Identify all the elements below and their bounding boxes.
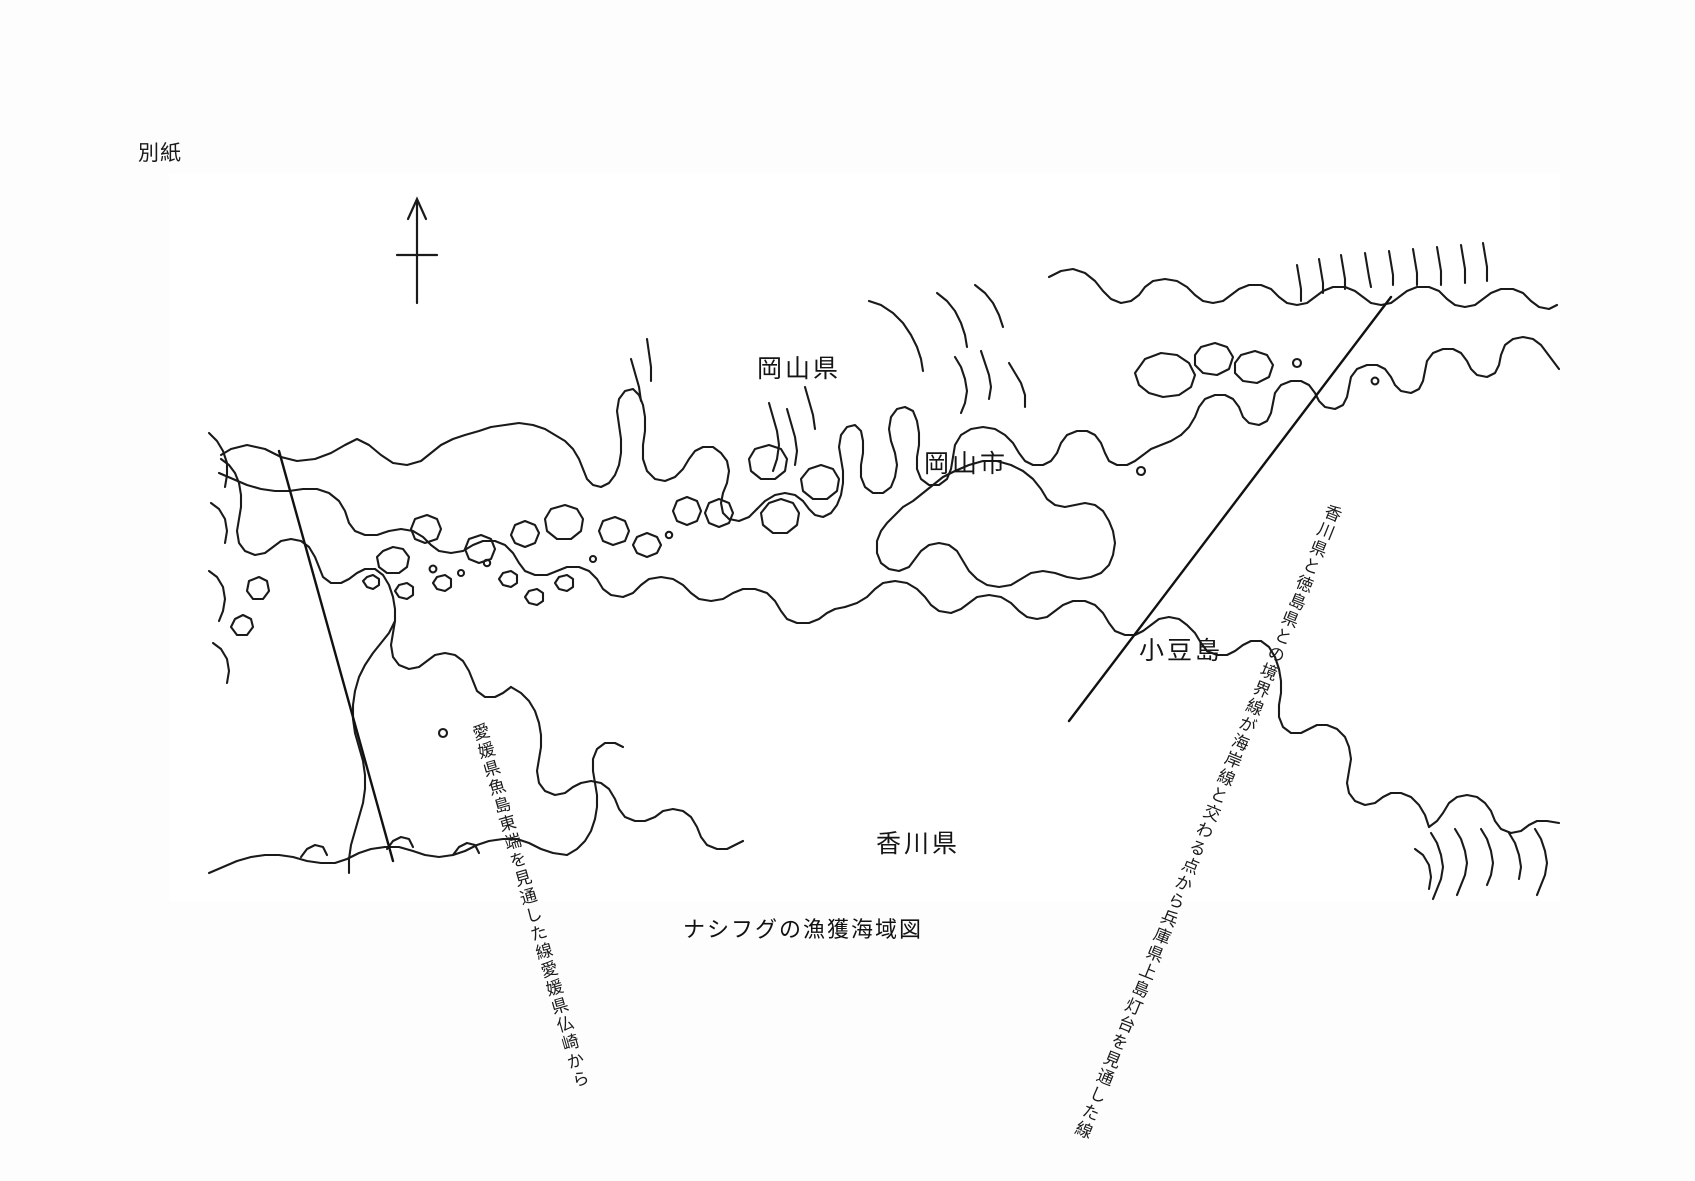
island-small-5 <box>543 503 585 541</box>
coast-inlet-detail-c <box>803 385 817 431</box>
figure-caption: ナシフグの漁獲海域図 <box>683 918 924 943</box>
island-ogijima <box>759 497 801 535</box>
island-dot-9 <box>1370 376 1380 386</box>
coast-inlet-detail-a <box>767 401 781 473</box>
coast-se-corner-5 <box>1507 831 1523 881</box>
coast-ne-teeth-2 <box>1317 257 1325 295</box>
coast-sw-connector-2 <box>565 741 625 857</box>
coast-bisan-detail-2 <box>935 291 969 349</box>
island-small-2 <box>409 513 443 545</box>
boundary-annotation-west-line1: 愛媛県仏崎から <box>534 958 591 1093</box>
coast-honshu-west <box>219 387 759 523</box>
island-small-1 <box>375 545 411 575</box>
coast-honshu-central <box>755 405 1183 519</box>
coast-left-edge-3 <box>207 569 227 623</box>
coast-ne-teeth-5 <box>1387 249 1395 287</box>
island-naoshima <box>747 443 789 481</box>
attachment-note: 別紙 <box>138 141 182 165</box>
coast-shikoku-west <box>219 457 377 585</box>
north-arrow-head <box>406 196 428 221</box>
island-small-4 <box>509 519 541 549</box>
coast-left-edge-1 <box>207 431 229 489</box>
island-ieshima-3 <box>1233 349 1275 385</box>
north-arrow-icon <box>395 196 439 305</box>
coast-se-corner-2 <box>1429 831 1445 901</box>
coast-sw-connector <box>347 619 397 875</box>
map-label-okayama-city: 岡山市 <box>924 449 1009 478</box>
island-small-8 <box>393 581 415 601</box>
island-ieshima-2 <box>1193 341 1235 377</box>
island-dot-4 <box>588 554 598 564</box>
island-dot-8 <box>1291 357 1303 369</box>
coast-left-edge-2 <box>209 501 229 545</box>
coast-shikoku-mainland-lower <box>509 685 745 851</box>
map-label-kagawa-prefecture: 香川県 <box>876 829 961 858</box>
coast-ne-teeth-8 <box>1459 243 1467 285</box>
island-ieshima-1 <box>1133 351 1197 399</box>
island-dot-5 <box>664 530 674 540</box>
coast-se-corner-3 <box>1453 827 1469 897</box>
map-label-okayama-prefecture: 岡山県 <box>757 354 842 383</box>
coast-ne-teeth-3 <box>1339 253 1347 291</box>
island-small-3 <box>463 533 497 565</box>
island-megijima <box>703 497 735 529</box>
coast-shikoku-north-2 <box>843 579 1263 657</box>
coast-se-corner-6 <box>1533 827 1549 897</box>
cove-2 <box>385 835 415 851</box>
coast-shikoku-sw <box>373 567 513 699</box>
coast-ne-teeth-1 <box>1295 263 1303 303</box>
coast-se-corner <box>1427 793 1560 835</box>
cove-1 <box>299 843 329 859</box>
coast-honshu-east <box>1179 335 1560 437</box>
coast-bay-okayama-2 <box>979 349 993 401</box>
coast-se-corner-7 <box>1413 847 1433 891</box>
coast-bisan-detail-3 <box>973 283 1005 329</box>
map-label-shodoshima: 小豆島 <box>1139 636 1224 665</box>
island-dot-6 <box>437 727 449 739</box>
boundary-annotation-east-line2: 兵庫県上島灯台を見通した線 <box>1068 905 1180 1143</box>
island-left-2 <box>229 613 255 637</box>
cove-3 <box>451 841 481 857</box>
island-small-6 <box>597 515 631 547</box>
coast-bisan-detail <box>867 299 925 373</box>
island-shodoshima <box>875 459 1117 589</box>
coast-ne-teeth-9 <box>1481 241 1489 283</box>
island-dot-2 <box>456 568 466 578</box>
coast-inlet-detail-d <box>629 357 643 403</box>
coast-south-bottom <box>207 837 569 875</box>
coast-bay-okayama <box>953 355 969 415</box>
island-small-12 <box>523 587 545 607</box>
coast-ne-teeth-6 <box>1411 247 1419 287</box>
coastline-map <box>207 196 1560 901</box>
boundary-line-west <box>277 449 395 863</box>
coast-shikoku-north <box>217 471 847 625</box>
coast-inlet-detail-b <box>785 407 799 467</box>
map-canvas: 岡山県 岡山市 小豆島 香川県 愛媛県魚島東端を見通した線愛媛県仏崎から 香川県… <box>169 173 1560 1142</box>
island-small-7 <box>631 531 663 559</box>
island-small-10 <box>361 573 381 591</box>
coast-kagawa-east <box>1259 639 1431 829</box>
coast-ne-teeth-7 <box>1435 245 1443 287</box>
coast-harima-ragged <box>1047 267 1559 311</box>
island-dot-7 <box>1135 465 1147 477</box>
coast-inlet-detail-e <box>645 337 653 383</box>
island-small-9 <box>431 573 453 593</box>
island-small-13 <box>553 573 575 593</box>
island-small-11 <box>497 569 519 589</box>
coast-left-edge-4 <box>211 641 231 685</box>
coast-se-corner-4 <box>1479 827 1495 887</box>
island-dot-1 <box>428 564 438 574</box>
boundary-line-east <box>1067 295 1393 723</box>
island-teshima <box>799 463 841 501</box>
island-left-1 <box>245 575 271 601</box>
coast-bay-okayama-3 <box>1007 361 1027 409</box>
coast-ne-teeth-4 <box>1363 251 1373 289</box>
island-small-14 <box>671 495 703 527</box>
island-dot-3 <box>482 558 492 568</box>
